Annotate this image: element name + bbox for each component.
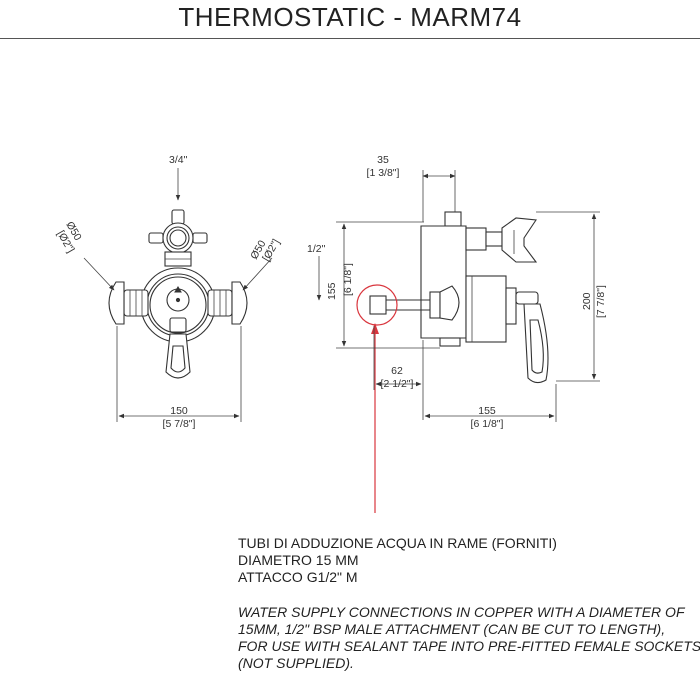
pipe-size-label: 1/2" (307, 243, 326, 255)
right-connector-icon (207, 281, 248, 325)
note-it-line: ATTACCO G1/2" M (238, 569, 358, 585)
front-width-mm: 150 (170, 405, 188, 417)
side-right-height-in: [7 7/8"] (595, 285, 607, 318)
notes-italian: TUBI DI ADDUZIONE ACQUA IN RAME (FORNITI… (238, 535, 557, 586)
front-width-in: [5 7/8"] (163, 418, 196, 430)
bottom-lever-handle-icon (165, 317, 191, 379)
side-cross-handle-icon (501, 217, 538, 263)
right-diameter-leader (242, 257, 273, 291)
left-diameter-leader (83, 257, 115, 291)
title-divider (0, 38, 700, 39)
supply-pipe-icon (369, 285, 460, 321)
depth-mm: 155 (478, 405, 496, 417)
left-connector-icon (108, 281, 149, 325)
page-title: THERMOSTATIC - MARM74 (178, 2, 522, 32)
front-top-label: 3/4" (169, 154, 188, 166)
pipe-length-mm: 62 (391, 365, 403, 377)
note-en-line: WATER SUPPLY CONNECTIONS IN COPPER WITH … (238, 604, 685, 620)
right-diameter-in: [Ø2"] (260, 237, 282, 263)
notes-english: WATER SUPPLY CONNECTIONS IN COPPER WITH … (238, 604, 700, 672)
side-top-in: [1 3/8"] (367, 167, 400, 179)
note-en-line: 15MM, 1/2" BSP MALE ATTACHMENT (CAN BE C… (238, 621, 666, 637)
callout-arrowhead (371, 323, 379, 334)
note-it-line: TUBI DI ADDUZIONE ACQUA IN RAME (FORNITI… (238, 535, 557, 551)
side-view: 35 [1 3/8"] (307, 154, 607, 513)
note-en-line: FOR USE WITH SEALANT TAPE INTO PRE-FITTE… (238, 638, 700, 654)
note-it-line: DIAMETRO 15 MM (238, 552, 359, 568)
side-lever-handle-icon (515, 291, 549, 384)
side-left-height-mm: 155 (326, 282, 338, 300)
side-right-height-mm: 200 (581, 292, 593, 310)
callout-circle (356, 284, 398, 326)
front-view: 3/4" (54, 154, 282, 430)
depth-in: [6 1/8"] (471, 418, 504, 430)
side-top-mm: 35 (377, 154, 389, 166)
side-left-height-in: [6 1/8"] (342, 263, 354, 296)
pipe-length-in: [2 1/2"] (381, 378, 414, 390)
note-en-line: (NOT SUPPLIED). (238, 655, 354, 671)
top-cross-handle-icon (148, 209, 208, 267)
